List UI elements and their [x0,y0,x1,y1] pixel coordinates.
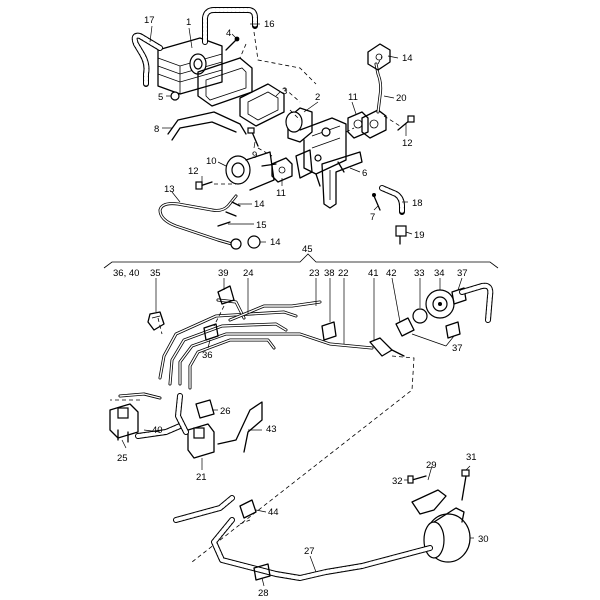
nut-5 [170,91,180,101]
callout-19: 19 [414,230,425,241]
callout-11-lower: 11 [276,188,286,199]
clip-39 [217,285,235,305]
callout-3: 3 [282,86,287,97]
callout-12-left: 12 [188,166,199,177]
callout-37-bottom: 37 [452,343,463,354]
bolt-15 [217,221,231,227]
callout-14-top: 14 [402,53,413,64]
callout-34: 34 [434,268,445,279]
flange-14-top [367,43,391,71]
clip-38 [321,321,337,341]
callout-38: 38 [324,268,335,279]
clip-14-lower [230,235,261,250]
rubber-mount-26 [195,399,215,419]
upper-assembly [131,7,415,250]
bolt-9 [251,131,259,147]
callout-27: 27 [304,546,315,557]
callout-18: 18 [412,198,423,209]
callout-36-40: 36, 40 [113,268,139,279]
bolt-32 [411,475,427,481]
group-brace-45 [103,253,499,269]
callout-21: 21 [196,472,207,483]
callout-37-top: 37 [457,268,468,279]
callout-45: 45 [302,244,313,255]
callout-24: 24 [243,268,254,279]
clip-14-mid [225,201,241,217]
bracket-6 [321,151,363,209]
callout-5: 5 [158,92,163,103]
bracket-29 [411,489,447,515]
pressure-valve-10 [225,151,277,191]
callout-11-upper: 11 [348,92,358,103]
bracket-8 [167,111,247,141]
solenoid-valve-21 [187,423,215,459]
solenoid-valve-25 [109,403,139,443]
bolt-7 [373,195,381,211]
gasket-3 [239,83,285,127]
callout-2: 2 [315,92,320,103]
callout-29: 29 [426,460,437,471]
vacuum-line-bundle [158,298,374,390]
bracket-43 [217,401,263,453]
gasket-11-lower [271,157,293,183]
callout-30: 30 [478,534,489,545]
callout-43: 43 [266,424,277,435]
callout-12-right: 12 [402,138,413,149]
bolt-31 [461,475,467,501]
callout-16: 16 [264,19,275,30]
callout-14-lower: 14 [270,237,281,248]
callout-6: 6 [362,168,367,179]
callout-36: 36 [202,350,213,361]
callout-25: 25 [117,453,128,464]
valve-body-33 [412,308,428,324]
connector-42 [395,317,415,337]
callout-15: 15 [256,220,267,231]
pipe-flange-20 [361,109,387,139]
filter-34 [425,289,455,319]
bolt-4 [225,39,237,51]
clip-37-top [451,287,467,305]
callout-14-mid: 14 [254,199,265,210]
callout-13: 13 [164,184,175,195]
callout-42: 42 [386,268,397,279]
callout-10: 10 [206,156,217,167]
callout-4: 4 [226,28,231,39]
egr-valve [285,107,347,187]
callout-39: 39 [218,268,229,279]
check-valve-41 [369,337,405,357]
callout-32: 32 [392,476,403,487]
callout-7: 7 [370,212,375,223]
clip-44 [239,499,257,519]
callout-labels: 1 2 3 4 5 6 7 8 9 10 11 11 12 12 13 14 1… [113,15,489,599]
callout-26: 26 [220,406,231,417]
callout-44: 44 [268,507,279,518]
callout-1: 1 [186,17,191,28]
vacuum-reservoir-30 [423,507,471,563]
connector-19 [395,225,407,245]
vacuum-line-27 [211,517,433,581]
callout-31: 31 [466,452,477,463]
callout-40: 40 [152,425,163,436]
callout-8: 8 [154,124,159,135]
callout-35: 35 [150,268,161,279]
callout-23: 23 [309,268,320,279]
callout-20: 20 [396,93,407,104]
gasket-11-upper [347,111,369,139]
callout-28: 28 [258,588,269,599]
callout-41: 41 [368,268,379,279]
callout-22: 22 [338,268,349,279]
clip-37-bottom [445,321,461,339]
lower-assembly [109,282,494,581]
clip-35 [147,311,165,331]
egr-cooler [157,37,223,95]
callout-9: 9 [252,150,257,161]
leader-lines [121,23,474,587]
clip-28 [253,563,271,581]
callout-17: 17 [144,15,155,26]
callout-33: 33 [414,268,425,279]
clip-36 [203,323,219,341]
